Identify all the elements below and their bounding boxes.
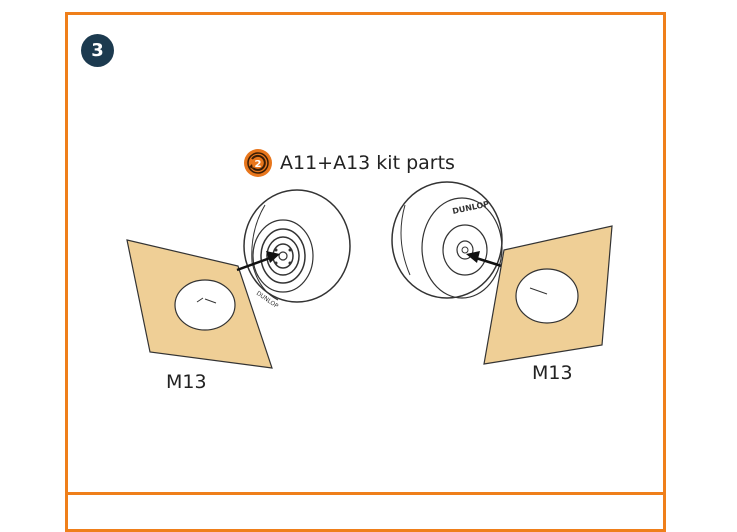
wheel-left: DUNLOP bbox=[236, 189, 351, 310]
kit-parts-label: A11+A13 kit parts bbox=[280, 152, 455, 174]
mask-right bbox=[483, 225, 613, 365]
kit-parts-icon: 2 bbox=[244, 149, 272, 177]
mask-right-label: M13 bbox=[532, 362, 573, 384]
step-number-badge: 3 bbox=[81, 34, 114, 67]
bottom-rule bbox=[68, 492, 663, 495]
svg-text:2: 2 bbox=[255, 159, 262, 170]
assembly-illustration: 2 DUNLOP DUNLOP bbox=[126, 149, 613, 369]
wheel-right: DUNLOP bbox=[391, 181, 509, 299]
mask-left-label: M13 bbox=[166, 371, 207, 393]
mask-left bbox=[126, 239, 273, 369]
